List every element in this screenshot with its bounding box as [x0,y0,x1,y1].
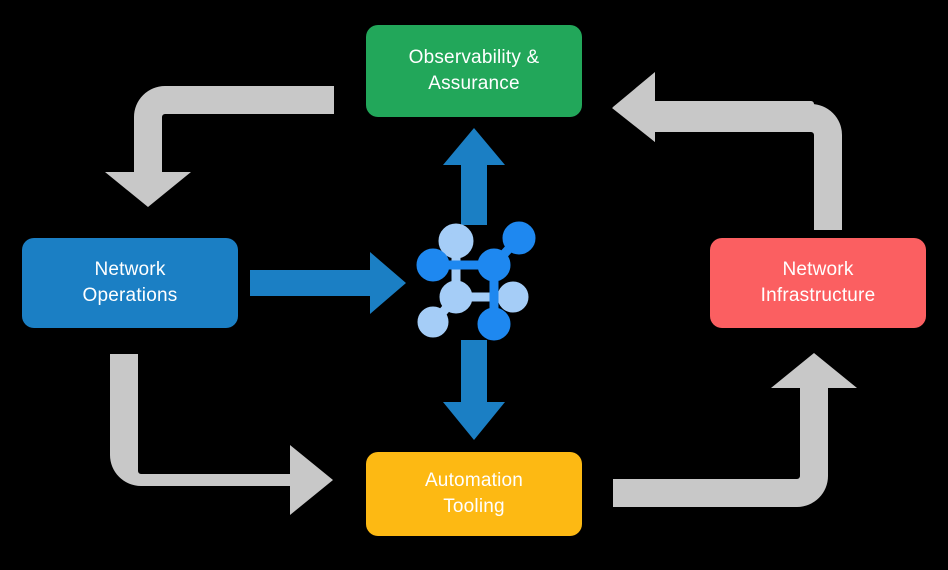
gray-arrow-automation-to-netinfra [613,353,857,507]
node-network-infrastructure-label: Network Infrastructure [760,259,876,306]
gray-arrow-netinfra-to-observability-body [612,74,842,230]
blue-arrow-netops-to-center [250,252,406,314]
network-topology-icon [416,221,536,341]
blue-arrow-center-to-automation [443,340,505,440]
node-automation-tooling-label: Automation Tooling [424,470,524,517]
node-network-operations-label: Network Operations [82,259,178,306]
node-network-operations[interactable]: Network Operations [22,238,238,328]
gray-arrow-observability-to-netops [105,59,334,207]
gray-arrow-netops-to-automation [110,354,333,515]
blue-arrow-center-to-observability [443,128,505,225]
node-network-infrastructure[interactable]: Network Infrastructure [710,238,926,328]
node-observability-label: Observability & Assurance [408,47,540,94]
node-automation-tooling[interactable]: Automation Tooling [366,452,582,536]
node-observability-and-assurance[interactable]: Observability & Assurance [366,25,582,117]
